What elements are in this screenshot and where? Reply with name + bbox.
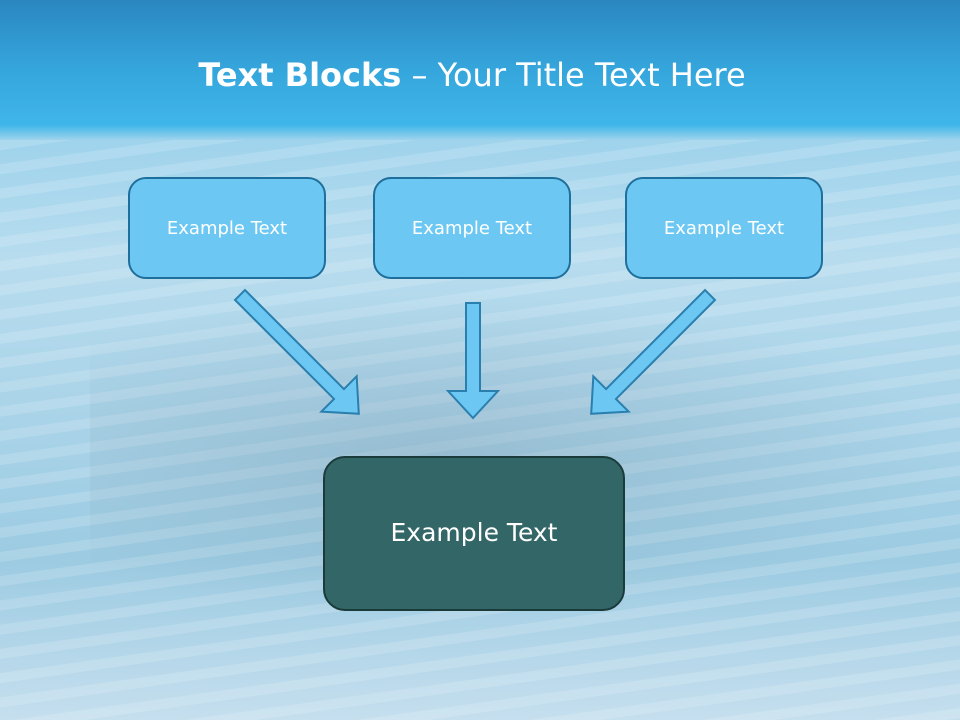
center-text-block[interactable]: Example Text xyxy=(323,456,625,611)
arrow-down-left xyxy=(590,288,717,415)
title-rest: – Your Title Text Here xyxy=(401,56,746,94)
title-bold: Text Blocks xyxy=(198,56,402,94)
text-block-2[interactable]: Example Text xyxy=(373,177,571,279)
text-block-3[interactable]: Example Text xyxy=(625,177,823,279)
slide-title: Text Blocks – Your Title Text Here xyxy=(0,56,944,94)
arrow-down xyxy=(445,302,501,420)
arrow-down-right xyxy=(233,288,360,415)
text-block-1[interactable]: Example Text xyxy=(128,177,326,279)
